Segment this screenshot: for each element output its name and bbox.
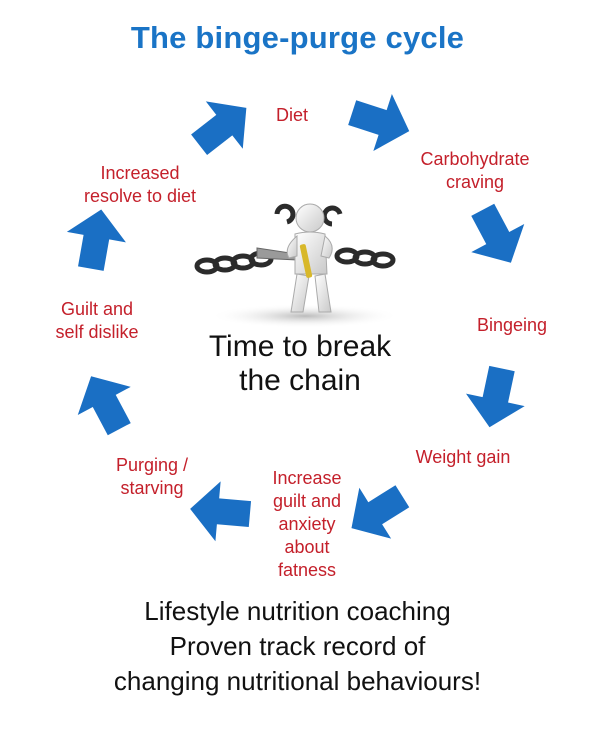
step-line: starving: [120, 478, 184, 498]
cycle-step-bingeing: Bingeing: [452, 314, 572, 337]
curved-arrow-icon: [61, 204, 131, 274]
step-line: resolve to diet: [83, 186, 197, 206]
step-line: guilt and: [272, 491, 342, 511]
page-title: The binge-purge cycle: [130, 20, 465, 55]
cycle-step-guilt: Guilt and self dislike: [32, 298, 162, 344]
figure-breaking-chain-icon: [194, 203, 400, 328]
step-line: Purging /: [115, 455, 189, 475]
cycle-step-weight-gain: Weight gain: [388, 446, 538, 469]
curved-arrow-icon: [456, 195, 538, 277]
footer-line: Proven track record of: [169, 631, 426, 661]
step-line: craving: [445, 172, 505, 192]
step-line: Increase: [272, 468, 342, 488]
cycle-step-purging: Purging / starving: [92, 454, 212, 500]
cycle-step-resolve: Increased resolve to diet: [55, 162, 225, 208]
curved-arrow-icon: [460, 362, 532, 434]
step-line: anxiety: [278, 514, 336, 534]
center-line: Time to break: [208, 330, 392, 363]
cycle-step-increase-guilt: Increase guilt and anxiety about fatness: [252, 467, 362, 582]
step-line: Carbohydrate: [420, 149, 530, 169]
curved-arrow-icon: [64, 362, 146, 444]
step-line: self dislike: [55, 322, 139, 342]
footer-text: Lifestyle nutrition coaching Proven trac…: [0, 594, 595, 699]
step-line: Bingeing: [476, 315, 548, 335]
cycle-step-carbohydrate-craving: Carbohydrate craving: [390, 148, 560, 194]
footer-line: Lifestyle nutrition coaching: [144, 596, 451, 626]
step-line: Diet: [275, 105, 308, 125]
step-line: Increased: [100, 163, 180, 183]
step-line: about: [284, 537, 330, 557]
center-caption: Time to break the chain: [170, 330, 430, 398]
step-line: Guilt and: [60, 299, 134, 319]
center-line: the chain: [239, 364, 361, 397]
cycle-step-diet: Diet: [252, 104, 332, 127]
step-line: Weight gain: [415, 447, 511, 467]
footer-line: changing nutritional behaviours!: [113, 666, 482, 696]
step-line: fatness: [277, 560, 337, 580]
